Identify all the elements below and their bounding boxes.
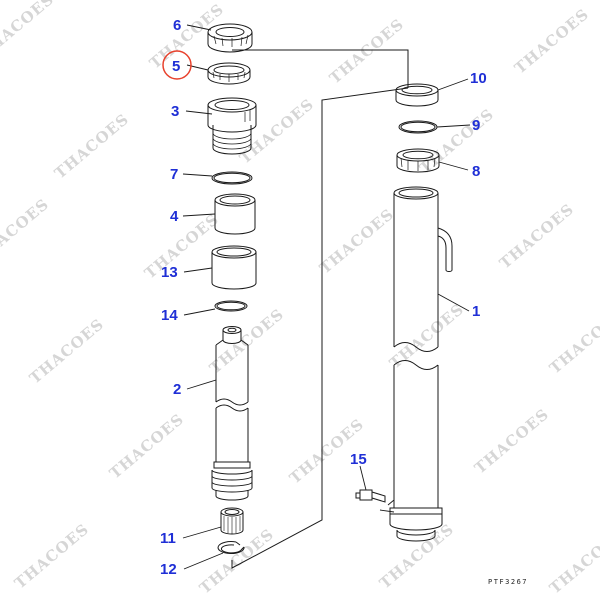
callout-8: 8: [472, 163, 480, 180]
watermark-text: THACOES: [11, 520, 92, 592]
part-5-ring: [207, 62, 251, 85]
highlight-circle: [162, 50, 192, 80]
callout-6: 6: [173, 17, 181, 34]
part-2-rod: [211, 326, 253, 501]
drawing-code: PTF3267: [488, 578, 528, 586]
watermark-text: THACOES: [146, 0, 227, 72]
part-12-snap-ring: [217, 541, 245, 555]
watermark-text: THACOES: [51, 110, 132, 182]
watermark-text: THACOES: [386, 300, 467, 372]
callout-11: 11: [160, 530, 176, 547]
watermark-text: THACOES: [141, 210, 222, 282]
watermark-text: THACOES: [546, 305, 600, 377]
part-1-cylinder-tube: [379, 186, 453, 542]
part-4-bushing: [214, 193, 256, 235]
watermark-text: THACOES: [0, 195, 53, 267]
leader-lines: [182, 24, 471, 570]
watermark-text: THACOES: [376, 520, 457, 592]
callout-4: 4: [170, 208, 179, 225]
assembly-guide-line: [231, 49, 409, 569]
callout-5: 5: [172, 58, 180, 75]
part-7-o-ring: [211, 171, 253, 185]
callout-12: 12: [160, 561, 177, 578]
part-6-nut: [207, 23, 253, 53]
watermark-text: THACOES: [496, 200, 577, 272]
watermark-text: THACOES: [511, 5, 592, 77]
callout-1: 1: [472, 303, 480, 320]
watermark-text: THACOES: [326, 15, 407, 87]
watermark-text: THACOES: [0, 0, 58, 62]
callout-13: 13: [161, 264, 178, 281]
callout-10: 10: [470, 70, 487, 87]
watermark-text: THACOES: [106, 410, 187, 482]
watermark-text: THACOES: [26, 315, 107, 387]
callout-14: 14: [161, 307, 178, 324]
callout-2: 2: [173, 381, 181, 398]
callout-7: 7: [170, 166, 178, 183]
watermark-text: THACOES: [471, 405, 552, 477]
watermark-text: THACOES: [546, 525, 600, 597]
part-11-bushing: [220, 507, 244, 535]
watermark-text: THACOES: [196, 525, 277, 597]
part-13-bushing: [211, 245, 257, 290]
callout-3: 3: [171, 103, 179, 120]
part-10-nut: [395, 83, 439, 107]
watermark-text: THACOES: [316, 205, 397, 277]
callout-9: 9: [472, 117, 480, 134]
watermark-text: THACOES: [206, 305, 287, 377]
part-3-gland: [207, 97, 257, 155]
part-15-grease-fitting: [355, 489, 386, 503]
callout-15: 15: [350, 451, 367, 468]
part-8-thread-ring: [396, 148, 440, 173]
part-14-o-ring: [214, 300, 248, 312]
part-9-o-ring: [398, 120, 438, 134]
